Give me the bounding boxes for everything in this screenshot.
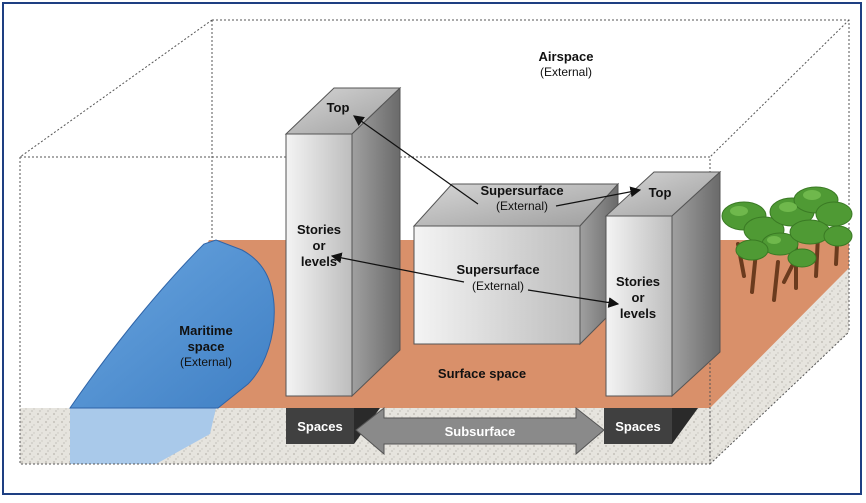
top-right-label: Top [649, 185, 672, 200]
stories-right-label-3: levels [620, 306, 656, 321]
maritime-label-1: Maritime [179, 323, 232, 338]
supersurface-top-label: Supersurface [480, 183, 563, 198]
arrow-supersurface-to-levels-right [527, 289, 620, 308]
connector-arrows [330, 115, 642, 308]
supersurface-front-sub-label: (External) [472, 279, 524, 293]
spaces-right-label: Spaces [615, 419, 661, 434]
building-right [604, 170, 722, 398]
building-left [284, 86, 402, 398]
figure-frame: Airspace (External) Top Top Stories or l… [2, 2, 862, 495]
spaces-left-label: Spaces [297, 419, 343, 434]
maritime-sea [69, 239, 275, 409]
subsurface-label: Subsurface [445, 424, 516, 439]
spaces-diagram: Airspace (External) Top Top Stories or l… [19, 19, 853, 465]
spaces-block-right [604, 408, 698, 444]
supersurface-top-sub-label: (External) [496, 199, 548, 213]
stories-left-label-3: levels [301, 254, 337, 269]
supersurface-front-label: Supersurface [456, 262, 539, 277]
stories-right-label-1: Stories [616, 274, 660, 289]
front-wireframe [19, 156, 850, 465]
maritime-label-2: space [188, 339, 225, 354]
sea-underwater [70, 408, 216, 464]
airspace-wireframe [19, 19, 850, 238]
trees-illustration [721, 186, 853, 302]
surface-space-label: Surface space [438, 366, 526, 381]
arrow-supersurface-to-levels-left [330, 252, 465, 283]
maritime-sub-label: (External) [180, 355, 232, 369]
arrow-supersurface-to-top-left [353, 115, 479, 205]
stories-left-label-1: Stories [297, 222, 341, 237]
stories-right-label-2: or [632, 290, 645, 305]
airspace-sub-label: (External) [540, 65, 592, 79]
stories-left-label-2: or [313, 238, 326, 253]
top-left-label: Top [327, 100, 350, 115]
airspace-label: Airspace [539, 49, 594, 64]
arrow-supersurface-to-top-right [555, 186, 642, 207]
subsurface-arrow [355, 406, 605, 456]
